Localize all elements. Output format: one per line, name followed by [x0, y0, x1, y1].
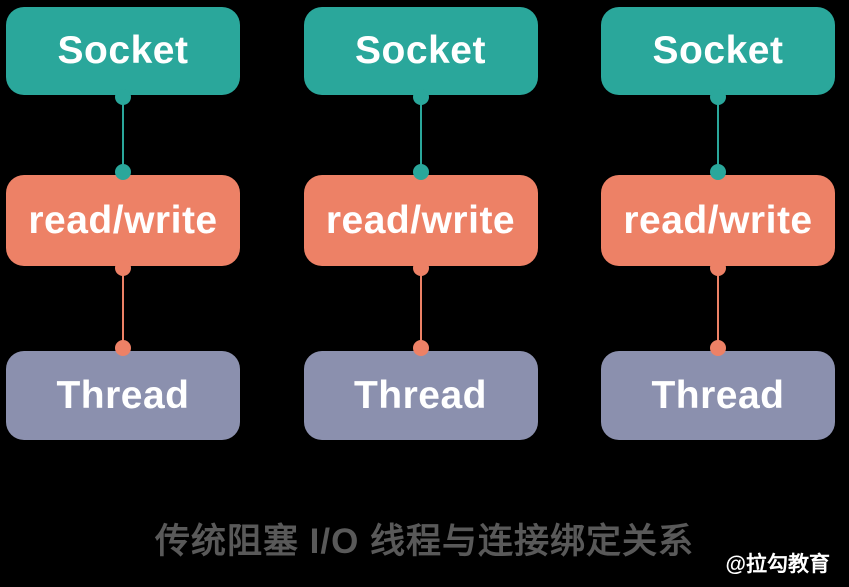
connection-column-2: Socket read/write Thread	[303, 7, 538, 440]
thread-box: Thread	[6, 351, 240, 440]
connection-column-3: Socket read/write Thread	[601, 7, 835, 440]
diagram-caption: 传统阻塞 I/O 线程与连接绑定关系	[154, 522, 695, 561]
connector-readwrite-thread	[412, 260, 429, 356]
connector-readwrite-thread	[115, 260, 131, 356]
readwrite-box: read/write	[6, 175, 240, 266]
connector-socket-readwrite	[412, 89, 429, 180]
connector-dot-bottom	[412, 164, 429, 180]
connector-readwrite-thread	[710, 260, 726, 356]
thread-box: Thread	[303, 351, 538, 440]
readwrite-box: read/write	[601, 175, 835, 266]
connector-dot-top	[412, 89, 429, 105]
socket-box: Socket	[601, 7, 835, 95]
connector-line	[419, 266, 422, 351]
connector-dot-bottom	[710, 164, 726, 180]
connector-line	[122, 95, 124, 175]
connector-socket-readwrite	[710, 89, 726, 180]
connector-dot-top	[710, 260, 726, 276]
connector-dot-top	[710, 89, 726, 105]
connector-line	[122, 266, 124, 351]
connector-line	[717, 95, 719, 175]
connector-dot-bottom	[115, 340, 131, 356]
connector-dot-bottom	[412, 340, 429, 356]
connector-dot-bottom	[115, 164, 131, 180]
socket-box: Socket	[303, 7, 538, 95]
connector-dot-top	[115, 260, 131, 276]
connector-dot-top	[115, 89, 131, 105]
watermark: @拉勾教育	[725, 553, 830, 576]
connector-dot-top	[412, 260, 429, 276]
socket-box: Socket	[6, 7, 240, 95]
connector-line	[419, 95, 422, 175]
connector-dot-bottom	[710, 340, 726, 356]
connector-line	[717, 266, 719, 351]
connector-socket-readwrite	[115, 89, 131, 180]
thread-box: Thread	[601, 351, 835, 440]
diagram-columns: Socket read/write Thread Socket read/wri…	[6, 7, 835, 440]
readwrite-box: read/write	[303, 175, 538, 266]
connection-column-1: Socket read/write Thread	[6, 7, 240, 440]
